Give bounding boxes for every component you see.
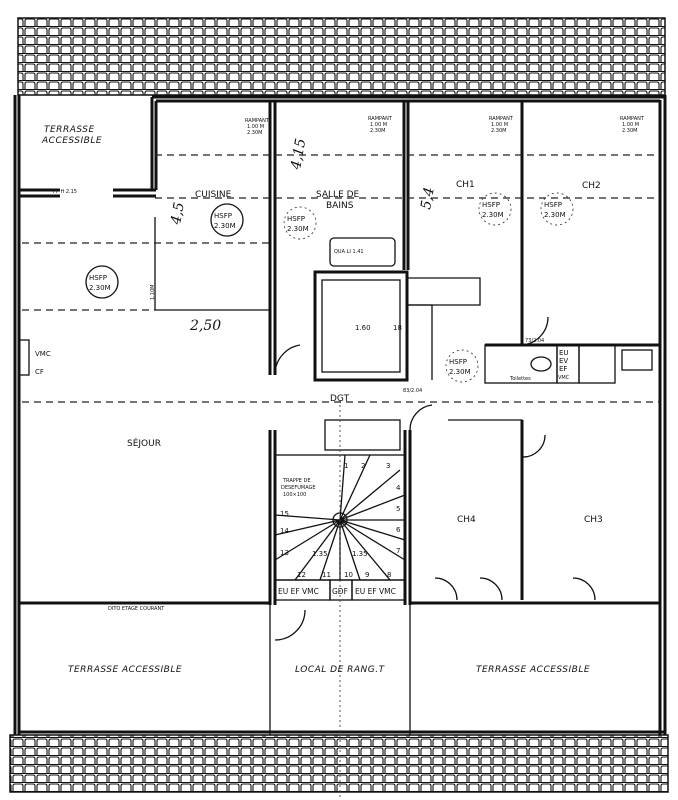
svg-text:7: 7 [396, 547, 400, 555]
stair-width-label: 1.35 [312, 550, 328, 558]
ceiling-lines [22, 154, 660, 800]
washbasin [621, 349, 653, 371]
svg-text:2.30M: 2.30M [370, 128, 385, 134]
svg-text:HSFP: HSFP [449, 358, 467, 366]
svg-text:14: 14 [280, 527, 289, 535]
room-label-ch3: CH3 [584, 515, 603, 525]
svg-text:2.30M: 2.30M [491, 128, 506, 134]
room-label-terrasse-left: TERRASSE ACCESSIBLE [68, 665, 182, 675]
handwritten-ch1: 5,4 [418, 186, 438, 211]
svg-text:4: 4 [396, 484, 401, 492]
height-110-label: 1.10M [150, 285, 156, 300]
svg-text:13: 13 [280, 549, 289, 557]
dito-label: DITO ETAGE COURANT [108, 606, 165, 612]
svg-text:2.30M: 2.30M [449, 368, 471, 376]
svg-text:1: 1 [344, 462, 348, 470]
shaft-gdf: GDF [332, 587, 348, 596]
bath-width-label: 1.60 [355, 324, 371, 332]
trappe-label-line3: 100×100 [283, 492, 306, 498]
svg-text:2.30M: 2.30M [544, 211, 566, 219]
cf-label: CF [35, 368, 44, 376]
svg-text:2.30M: 2.30M [287, 225, 309, 233]
pf-height-label: PF H 2.15 [53, 189, 77, 195]
room-label-dgt: DGT [330, 394, 350, 404]
room-label-terrasse-right: TERRASSE ACCESSIBLE [476, 665, 590, 675]
hsfp-bath: HSFP 2.30M [283, 206, 317, 240]
door-83-label: 83/2.04 [403, 388, 422, 394]
shaft-right: EU EF VMC [355, 587, 396, 596]
walls [13, 95, 667, 735]
svg-text:8: 8 [387, 571, 391, 579]
hsfp-ch2: HSFP 2.30M [540, 192, 574, 226]
svg-text:3: 3 [386, 462, 390, 470]
svg-text:1.00 M: 1.00 M [370, 122, 387, 128]
svg-text:1.00 M: 1.00 M [491, 122, 508, 128]
svg-text:HSFP: HSFP [214, 212, 232, 220]
svg-text:HSFP: HSFP [89, 274, 107, 282]
svg-text:11: 11 [322, 571, 331, 579]
door-swings [274, 316, 596, 641]
hsfp-kitchen: HSFP 2.30M [210, 203, 244, 237]
room-label-toilettes: Toilettes [509, 376, 531, 382]
room-label-ch1: CH1 [456, 180, 475, 190]
hsfp-ch1: HSFP 2.30M [478, 192, 512, 226]
room-label-terrasse-top: TERRASSE [44, 125, 95, 135]
roof-tiles-top [17, 17, 666, 96]
svg-text:RAMPANT: RAMPANT [245, 118, 270, 124]
svg-text:HSFP: HSFP [544, 201, 562, 209]
wc-shaft-ef: EF [559, 365, 567, 373]
handwritten-kitchen-bottom: 2,50 [189, 318, 221, 334]
trappe-label: TRAPPE DE [282, 478, 311, 484]
svg-text:5: 5 [396, 505, 400, 513]
room-label-salle-de-bains: SALLE DE [316, 190, 360, 200]
svg-text:2.30M: 2.30M [482, 211, 504, 219]
svg-text:2.30M: 2.30M [622, 128, 637, 134]
bath-18-label: 18 [393, 324, 402, 332]
svg-text:HSFP: HSFP [482, 201, 500, 209]
room-label-sejour: SÉJOUR [127, 437, 161, 449]
room-label-local: LOCAL DE RANG.T [295, 665, 386, 675]
shaft-left: EU EF VMC [278, 587, 319, 596]
svg-text:1.00 M: 1.00 M [622, 122, 639, 128]
bathtub [329, 237, 396, 267]
qua-label: QUA LI 1.41 [334, 249, 364, 255]
vmc-label: VMC [35, 350, 51, 358]
trappe-label-line2: DESEFUMAGE [281, 485, 316, 491]
svg-text:15: 15 [280, 510, 289, 518]
wc-shaft-ev: EV [559, 357, 568, 365]
room-label-terrasse-top-line2: ACCESSIBLE [41, 136, 102, 146]
stair-step-numbers: 1 2 3 4 5 6 7 8 9 10 11 12 13 14 15 [280, 462, 401, 579]
svg-text:10: 10 [344, 571, 353, 579]
door-73-label: 73/2.04 [525, 338, 544, 344]
svg-text:6: 6 [396, 526, 401, 534]
svg-text:9: 9 [365, 571, 369, 579]
svg-text:RAMPANT: RAMPANT [368, 116, 393, 122]
svg-text:1.00 M: 1.00 M [247, 124, 264, 130]
svg-text:HSFP: HSFP [287, 215, 305, 223]
svg-text:12: 12 [297, 571, 306, 579]
svg-text:RAMPANT: RAMPANT [489, 116, 514, 122]
stair-width-label-2: 1.35 [352, 550, 368, 558]
svg-text:2: 2 [361, 462, 365, 470]
svg-text:2.30M: 2.30M [89, 284, 111, 292]
svg-text:2.30M: 2.30M [214, 222, 236, 230]
svg-text:RAMPANT: RAMPANT [620, 116, 645, 122]
room-label-cuisine: CUISINE [195, 190, 232, 200]
toilet [530, 356, 552, 372]
room-label-ch2: CH2 [582, 181, 601, 191]
room-label-salle-de-bains-line2: BAINS [326, 201, 354, 211]
room-label-ch4: CH4 [457, 515, 476, 525]
wc-shaft-vmc: VMC [558, 375, 570, 381]
handwritten-kitchen: 4,5 [168, 201, 188, 227]
hsfp-living: HSFP 2.30M [85, 265, 119, 299]
hsfp-dgt: HSFP 2.30M [445, 349, 479, 383]
handwritten-bath: 4,15 [288, 137, 309, 172]
roof-tiles-bottom [9, 734, 669, 793]
svg-text:2.30M: 2.30M [247, 130, 262, 136]
wc-shaft-eu: EU [559, 349, 569, 357]
